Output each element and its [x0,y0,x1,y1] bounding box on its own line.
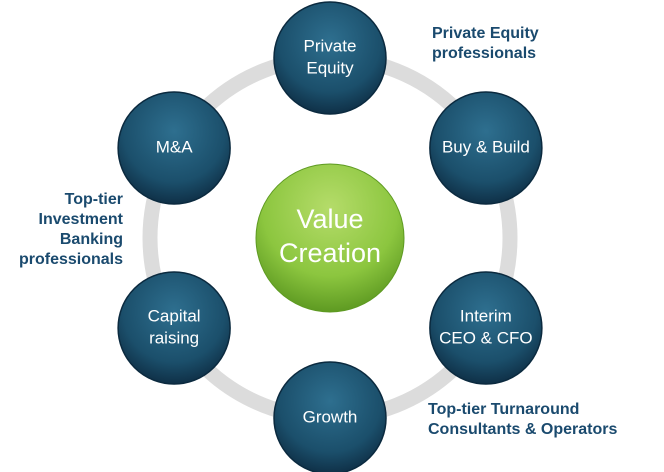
node-circle-private-equity [273,1,387,115]
node-label-line: CEO & CFO [439,328,533,347]
node-buy-and-build: Buy & Build [429,91,543,205]
node-label-line: Buy & Build [442,137,530,156]
ib-label-line-2: Investment [38,211,123,228]
node-label-line: Creation [279,238,381,268]
pe-label-line-2: professionals [432,45,537,62]
node-label-line: Equity [306,58,354,77]
node-circle-capital-raising [117,271,231,385]
node-label-line: M&A [156,137,194,156]
tt-label-line-2: Consultants & Operators [428,421,618,438]
tt-label-line-1: Top-tier Turnaround [428,401,580,418]
node-circle-growth [273,361,387,472]
node-label-line: Capital [148,306,201,325]
ib-label-line-4: professionals [18,251,123,268]
pe-label-line-1: Private Equity [432,25,539,42]
ib-label-line-3: Banking [59,231,123,248]
node-label-line: raising [149,328,199,347]
node-capital-raising: Capital raising [117,271,231,385]
node-label-line: Interim [460,306,512,325]
node-label-line: Private [304,36,357,55]
node-growth: Growth [273,361,387,472]
node-circle-m-and-a [117,91,231,205]
node-circle-buy-and-build [429,91,543,205]
node-label-line: Growth [303,407,358,426]
private-equity-professionals-label: Private Equity professionals [432,24,539,64]
turnaround-consultants-label: Top-tier Turnaround Consultants & Operat… [428,400,617,440]
node-label-line: Value [296,204,363,234]
node-m-and-a: M&A [117,91,231,205]
ib-label-line-1: Top-tier [64,191,123,208]
investment-banking-professionals-label: Top-tier Investment Banking professional… [0,190,123,270]
node-circle-interim-ceo-cfo [429,271,543,385]
value-creation-circle [255,163,405,313]
